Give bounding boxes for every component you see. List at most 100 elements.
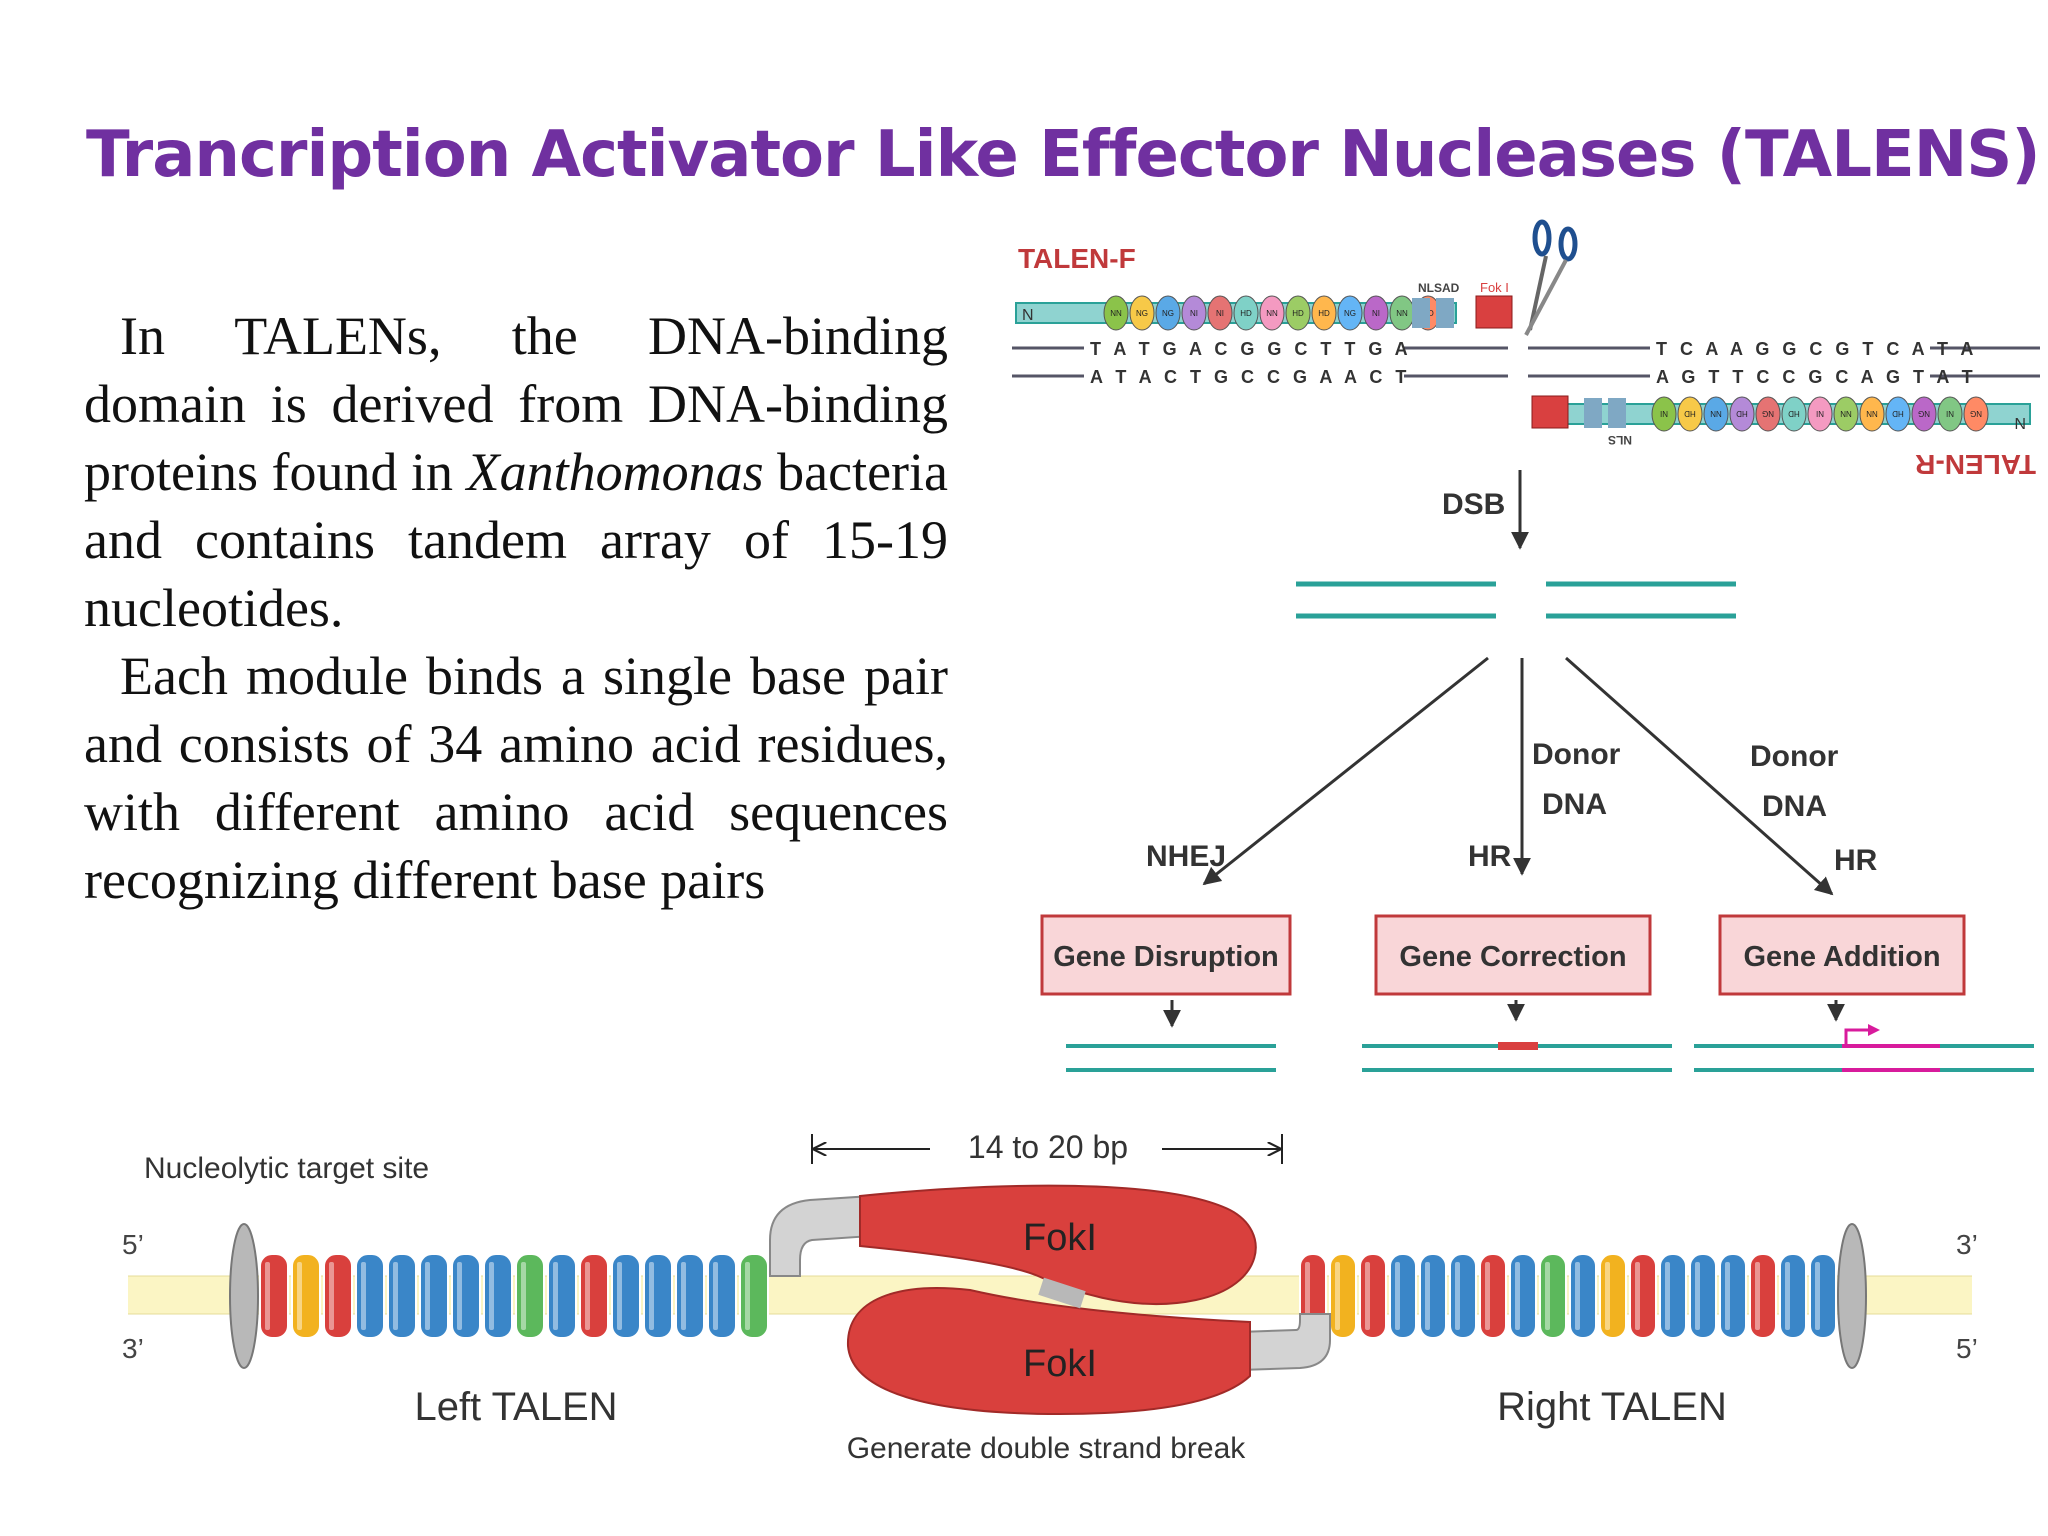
rvd-module bbox=[1833, 396, 1859, 432]
page-title: Trancription Activator Like Effector Nuc… bbox=[86, 118, 2041, 192]
module-highlight bbox=[1635, 1262, 1640, 1330]
gene-addition-label: Gene Addition bbox=[1743, 941, 1940, 973]
module-highlight bbox=[393, 1262, 398, 1330]
rvd-label: NN bbox=[1710, 409, 1722, 418]
rvd-module bbox=[1285, 295, 1311, 331]
module-highlight bbox=[617, 1262, 622, 1330]
module-highlight bbox=[361, 1262, 366, 1330]
right-n-terminal-cap bbox=[1837, 1223, 1867, 1369]
talen-repeat-module bbox=[1329, 1253, 1357, 1339]
talen-r-foki bbox=[1531, 395, 1569, 429]
paragraph-1: In TALENs, the DNA-binding domain is der… bbox=[84, 302, 948, 642]
rvd-label: NG bbox=[1162, 309, 1174, 318]
talen-repeat-module bbox=[259, 1253, 289, 1339]
talen-r-nls bbox=[1608, 398, 1626, 428]
module-highlight bbox=[553, 1262, 558, 1330]
paragraph-1-text: In TALENs, the DNA-binding domain is der… bbox=[84, 306, 948, 502]
module-highlight bbox=[329, 1262, 334, 1330]
talen-repeat-module bbox=[451, 1253, 481, 1339]
hr-label-1: HR bbox=[1468, 840, 1512, 873]
xanthomonas-italic: Xanthomonas bbox=[466, 442, 764, 502]
rvd-label: NN bbox=[1110, 309, 1122, 318]
module-highlight bbox=[1425, 1262, 1430, 1330]
donor-dna-label-1b: DNA bbox=[1542, 788, 1607, 821]
talen-repeat-module bbox=[1809, 1253, 1837, 1339]
donor-dna-label-2b: DNA bbox=[1762, 790, 1827, 823]
talen-repeat-module bbox=[1659, 1253, 1687, 1339]
right-connector-arm bbox=[1239, 1313, 1331, 1372]
module-highlight bbox=[1725, 1262, 1730, 1330]
rvd-label: NI bbox=[1660, 409, 1668, 418]
talen-f-label: TALEN-F bbox=[1018, 243, 1136, 274]
rvd-module bbox=[1703, 396, 1729, 432]
correction-result-dna bbox=[1362, 1042, 1672, 1072]
gene-disruption-label: Gene Disruption bbox=[1053, 941, 1279, 973]
left-connector-arm bbox=[769, 1194, 873, 1277]
talen-f-rvd-modules: NNNGNGNINIHDNNHDHDNGNINNHD bbox=[1103, 295, 1441, 331]
rvd-label: NI bbox=[1190, 309, 1198, 318]
rvd-label: NG bbox=[1970, 409, 1982, 418]
target-site-label: Nucleolytic target site bbox=[144, 1152, 429, 1185]
right-talen-label: Right TALEN bbox=[1497, 1385, 1727, 1429]
talen-repeat-module bbox=[579, 1253, 609, 1339]
rvd-label: NG bbox=[1344, 309, 1356, 318]
seq-bg-right bbox=[1650, 336, 1930, 386]
talen-repeat-module bbox=[1389, 1253, 1417, 1339]
rvd-label: HD bbox=[1292, 309, 1304, 318]
rvd-module bbox=[1181, 295, 1207, 331]
gene-disruption-box: Gene Disruption bbox=[1040, 914, 1292, 996]
dsb-result-label: Generate double strand break bbox=[847, 1432, 1247, 1465]
talen-repeat-module bbox=[1419, 1253, 1447, 1339]
rvd-label: NN bbox=[1840, 409, 1852, 418]
addition-result-dna bbox=[1694, 1024, 2034, 1072]
module-highlight bbox=[425, 1262, 430, 1330]
donor-dna-label-2a: Donor bbox=[1750, 740, 1839, 773]
rvd-label: HD bbox=[1788, 409, 1800, 418]
module-highlight bbox=[1335, 1262, 1340, 1330]
left-n-terminal-cap bbox=[229, 1223, 259, 1369]
module-highlight bbox=[521, 1262, 526, 1330]
rvd-label: HD bbox=[1318, 309, 1330, 318]
foki-top-label: FokI bbox=[1023, 1217, 1097, 1259]
talen-repeat-module bbox=[739, 1253, 769, 1339]
rvd-label: NN bbox=[1866, 409, 1878, 418]
foki-bottom-domain bbox=[846, 1287, 1251, 1416]
talen-f-n-label: N bbox=[1022, 307, 1034, 324]
rvd-label: NN bbox=[1266, 309, 1278, 318]
talen-repeat-module bbox=[1449, 1253, 1477, 1339]
rvd-label: NG bbox=[1762, 409, 1774, 418]
left-five-prime: 5’ bbox=[122, 1229, 144, 1260]
nhej-label: NHEJ bbox=[1146, 840, 1226, 873]
scissors-icon bbox=[1524, 219, 1578, 336]
talen-r-ad bbox=[1584, 398, 1602, 428]
gene-addition-box: Gene Addition bbox=[1718, 914, 1966, 996]
talen-repeat-module bbox=[611, 1253, 641, 1339]
talen-repeat-module bbox=[1749, 1253, 1777, 1339]
donor-dna-label-1a: Donor bbox=[1532, 738, 1621, 771]
rvd-module bbox=[1677, 396, 1703, 432]
talen-f-foki bbox=[1475, 295, 1513, 329]
hr-label-2: HR bbox=[1834, 844, 1878, 877]
right-five-prime: 5’ bbox=[1956, 1333, 1978, 1364]
left-bottom-sequence: A T A C T G C C G A A C T bbox=[1090, 367, 1410, 387]
rvd-label: NI bbox=[1816, 409, 1824, 418]
module-highlight bbox=[1575, 1262, 1580, 1330]
talen-f-ad bbox=[1436, 298, 1454, 328]
module-highlight bbox=[1755, 1262, 1760, 1330]
talen-f-foki-label: Fok I bbox=[1480, 280, 1509, 295]
talen-repeat-module bbox=[291, 1253, 321, 1339]
rvd-module bbox=[1729, 396, 1755, 432]
spacer-length-label: 14 to 20 bp bbox=[968, 1129, 1128, 1165]
talen-repeat-module bbox=[1539, 1253, 1567, 1339]
talen-f-nls bbox=[1412, 298, 1430, 328]
module-highlight bbox=[1815, 1262, 1820, 1330]
talen-repeat-module bbox=[1599, 1253, 1627, 1339]
talen-repeat-module bbox=[483, 1253, 513, 1339]
module-highlight bbox=[1545, 1262, 1550, 1330]
left-talen-modules bbox=[259, 1253, 769, 1339]
rvd-module bbox=[1651, 396, 1677, 432]
rvd-module bbox=[1103, 295, 1129, 331]
seq-bg-left bbox=[1084, 336, 1404, 386]
foki-top-domain bbox=[859, 1184, 1257, 1305]
